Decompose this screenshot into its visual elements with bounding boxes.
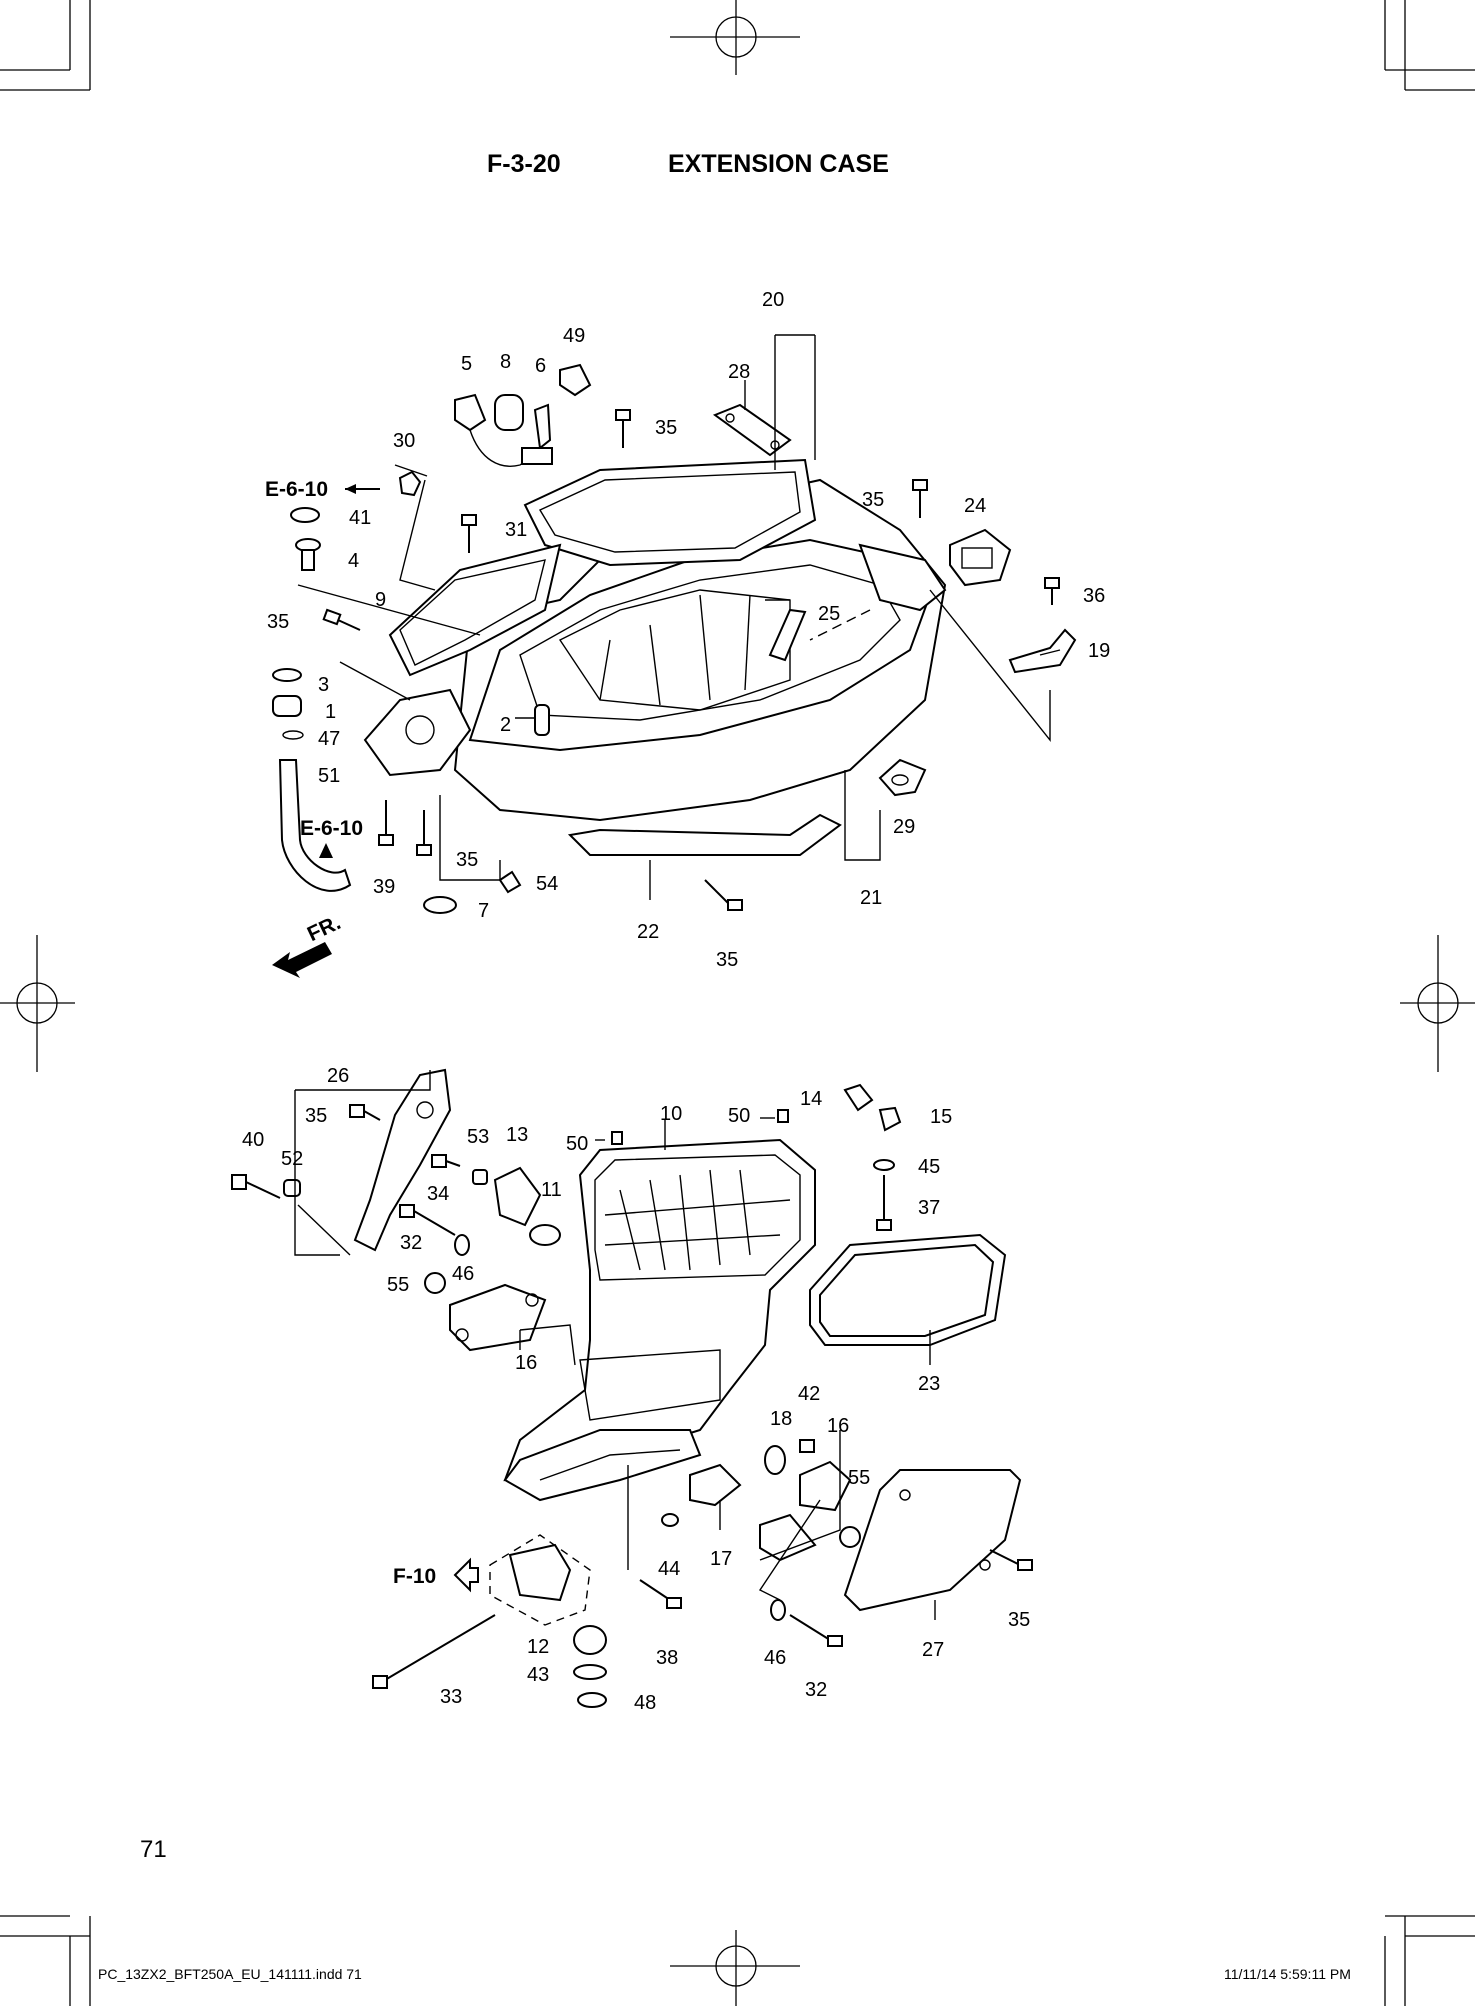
callout-35-c: 35 <box>267 611 289 633</box>
bolt-35-bottom <box>704 879 743 911</box>
callout-18: 18 <box>770 1408 792 1430</box>
callout-26: 26 <box>327 1065 349 1087</box>
callout-2: 2 <box>500 714 511 736</box>
callout-48: 48 <box>634 1692 656 1714</box>
registration-mark-bottom <box>670 1930 800 2006</box>
page-number: 71 <box>140 1836 167 1863</box>
bolt-39 <box>378 800 394 846</box>
callout-34: 34 <box>427 1183 449 1205</box>
callout-35-a: 35 <box>655 417 677 439</box>
callout-5: 5 <box>461 353 472 375</box>
callout-39: 39 <box>373 876 395 898</box>
callout-50-b: 50 <box>566 1133 588 1155</box>
callout-15: 15 <box>930 1106 952 1128</box>
callout-54: 54 <box>536 873 558 895</box>
callout-1: 1 <box>325 701 336 723</box>
callout-32-b: 32 <box>805 1679 827 1701</box>
callout-20: 20 <box>762 289 784 311</box>
callout-44: 44 <box>658 1558 680 1580</box>
callout-41: 41 <box>349 507 371 529</box>
callout-52: 52 <box>281 1148 303 1170</box>
callout-28: 28 <box>728 361 750 383</box>
callout-12: 12 <box>527 1636 549 1658</box>
bolt-35-left <box>322 608 361 631</box>
callout-19: 19 <box>1088 640 1110 662</box>
callout-24: 24 <box>964 495 986 517</box>
ref-arrow-head-top <box>345 484 356 494</box>
callout-53: 53 <box>467 1126 489 1148</box>
ref-f-10: F-10 <box>393 1565 436 1588</box>
callout-16-a: 16 <box>515 1352 537 1374</box>
callout-35-f: 35 <box>305 1105 327 1127</box>
callout-40: 40 <box>242 1129 264 1151</box>
callout-35-g: 35 <box>1008 1609 1030 1631</box>
callouts-upper: 20 49 5 8 6 28 35 30 35 24 41 31 4 36 9 … <box>267 289 1110 971</box>
callout-37: 37 <box>918 1197 940 1219</box>
callout-11: 11 <box>541 1179 562 1201</box>
callout-30: 30 <box>393 430 415 452</box>
callout-36: 36 <box>1083 585 1105 607</box>
callout-29: 29 <box>893 816 915 838</box>
upper-lower-cover-assembly <box>272 334 1077 914</box>
callout-43: 43 <box>527 1664 549 1686</box>
callout-6: 6 <box>535 355 546 377</box>
callout-7: 7 <box>478 900 489 922</box>
callout-23: 23 <box>918 1373 940 1395</box>
callouts-lower: 26 35 14 10 50 50 15 40 53 13 52 45 34 1… <box>242 1065 1030 1714</box>
bolt-36 <box>1044 577 1060 605</box>
callout-35-b: 35 <box>862 489 884 511</box>
callout-3: 3 <box>318 674 329 696</box>
callout-21: 21 <box>860 887 882 909</box>
section-code: F-3-20 <box>487 150 561 178</box>
registration-mark-left <box>0 935 75 1072</box>
extension-case-assembly <box>231 1068 1033 1708</box>
callout-38: 38 <box>656 1647 678 1669</box>
callout-16-b: 16 <box>827 1415 849 1437</box>
callout-35-d: 35 <box>456 849 478 871</box>
callout-55-b: 55 <box>848 1467 870 1489</box>
footer-file-name: PC_13ZX2_BFT250A_EU_141111.indd 71 <box>98 1966 362 1982</box>
registration-mark-top <box>670 0 800 75</box>
callout-46-a: 46 <box>452 1263 474 1285</box>
callout-4: 4 <box>348 550 359 572</box>
callout-33: 33 <box>440 1686 462 1708</box>
callout-17: 17 <box>710 1548 732 1570</box>
registration-mark-right <box>1400 935 1475 1072</box>
callout-49: 49 <box>563 325 585 347</box>
section-title: EXTENSION CASE <box>668 150 889 178</box>
callout-14: 14 <box>800 1088 822 1110</box>
callout-22: 22 <box>637 921 659 943</box>
front-arrow-icon: FR. <box>272 911 344 978</box>
callout-45: 45 <box>918 1156 940 1178</box>
callout-31: 31 <box>505 519 527 541</box>
callout-32-a: 32 <box>400 1232 422 1254</box>
callout-51: 51 <box>318 765 340 787</box>
callout-10: 10 <box>660 1103 682 1125</box>
callout-27: 27 <box>922 1639 944 1661</box>
ref-e6-10-top: E-6-10 <box>265 478 328 501</box>
callout-47: 47 <box>318 728 340 750</box>
callout-9: 9 <box>375 589 386 611</box>
callout-46-b: 46 <box>764 1647 786 1669</box>
callout-42: 42 <box>798 1383 820 1405</box>
callout-8: 8 <box>500 351 511 373</box>
callout-25: 25 <box>818 603 840 625</box>
bolt-35-low <box>416 810 432 856</box>
hose-arrow-icon <box>319 843 333 858</box>
callout-55-a: 55 <box>387 1274 409 1296</box>
callout-35-e: 35 <box>716 949 738 971</box>
svg-text:FR.: FR. <box>304 911 344 946</box>
ref-e6-10-hose: E-6-10 <box>300 817 363 840</box>
callout-50-a: 50 <box>728 1105 750 1127</box>
footer-timestamp: 11/11/14 5:59:11 PM <box>1224 1966 1351 1982</box>
bolt-35-right <box>912 479 928 518</box>
bolt-31 <box>461 514 477 553</box>
callout-13: 13 <box>506 1124 528 1146</box>
bolt-35-top <box>615 409 631 448</box>
